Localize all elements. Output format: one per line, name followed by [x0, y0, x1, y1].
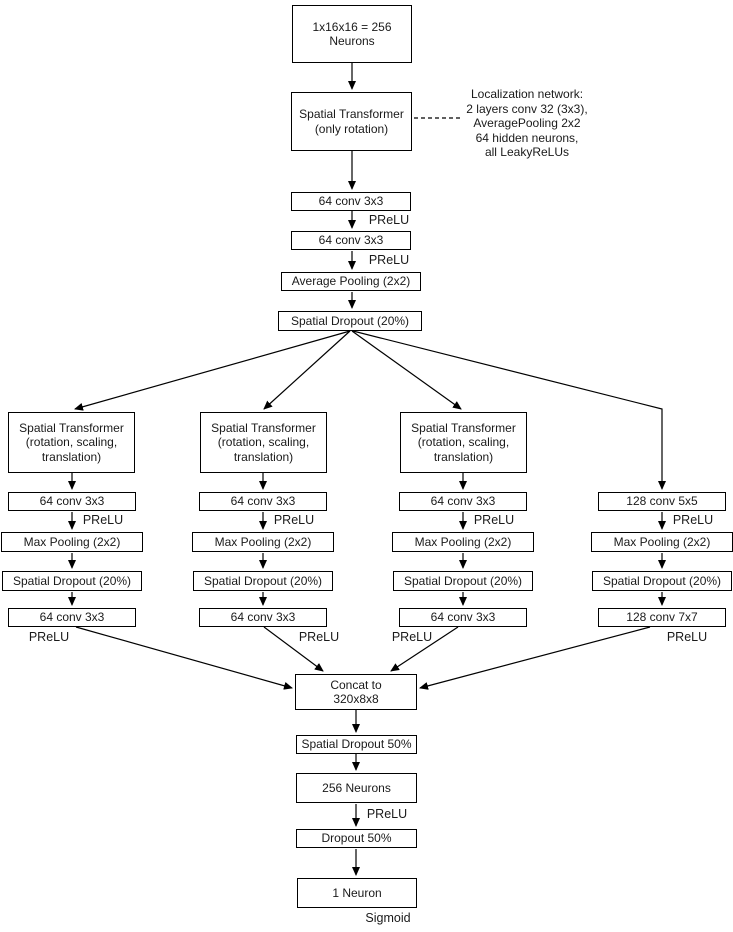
- activation-label-prelu: PReLU: [82, 513, 124, 527]
- node-spatial-dropout-50: Spatial Dropout 50%: [296, 735, 417, 754]
- activation-label-prelu: PReLU: [273, 513, 315, 527]
- node-branch1-conv-a: 64 conv 3x3: [8, 492, 136, 511]
- activation-label-prelu: PReLU: [672, 513, 714, 527]
- arrow: [352, 330, 666, 490]
- node-spatial-dropout: Spatial Dropout (20%): [278, 311, 422, 331]
- activation-label-prelu: PReLU: [368, 253, 410, 267]
- node-input: 1x16x16 = 256 Neurons: [292, 5, 412, 63]
- arrow: [351, 330, 462, 410]
- node-branch2-spatial-dropout: Spatial Dropout (20%): [193, 571, 333, 591]
- node-branch3-max-pooling: Max Pooling (2x2): [392, 532, 534, 552]
- node-branch2-max-pooling: Max Pooling (2x2): [192, 532, 334, 552]
- node-branch2-conv-b: 64 conv 3x3: [199, 608, 327, 627]
- node-branch4-max-pooling: Max Pooling (2x2): [591, 532, 733, 552]
- node-dense-256: 256 Neurons: [296, 773, 417, 803]
- activation-label-sigmoid: Sigmoid: [365, 911, 411, 925]
- note-line: all LeakyReLUs: [484, 145, 570, 159]
- arrow: [390, 626, 459, 672]
- node-dropout-50: Dropout 50%: [296, 829, 417, 848]
- node-branch1-spatial-dropout: Spatial Dropout (20%): [2, 571, 142, 591]
- node-branch1-conv-b: 64 conv 3x3: [8, 608, 136, 627]
- node-output-neuron: 1 Neuron: [297, 878, 417, 908]
- node-conv2: 64 conv 3x3: [291, 231, 411, 250]
- arrow: [263, 626, 324, 672]
- arrow: [75, 626, 293, 690]
- node-spatial-transformer-1: Spatial Transformer (rotation, scaling, …: [8, 412, 135, 473]
- node-spatial-transformer-rotation: Spatial Transformer (only rotation): [291, 92, 412, 151]
- node-average-pooling: Average Pooling (2x2): [281, 272, 421, 291]
- arrow: [263, 330, 351, 410]
- node-branch4-conv-a: 128 conv 5x5: [598, 492, 726, 511]
- activation-label-prelu: PReLU: [473, 513, 515, 527]
- activation-label-prelu: PReLU: [28, 630, 70, 644]
- node-branch1-max-pooling: Max Pooling (2x2): [1, 532, 143, 552]
- localization-network-note: Localization network: 2 layers conv 32 (…: [436, 87, 618, 160]
- node-spatial-transformer-2: Spatial Transformer (rotation, scaling, …: [200, 412, 327, 473]
- arrow: [419, 626, 651, 690]
- node-branch3-spatial-dropout: Spatial Dropout (20%): [393, 571, 533, 591]
- activation-label-prelu: PReLU: [366, 807, 408, 821]
- node-conv1: 64 conv 3x3: [291, 192, 411, 211]
- activation-label-prelu: PReLU: [298, 630, 340, 644]
- node-branch3-conv-a: 64 conv 3x3: [399, 492, 527, 511]
- node-branch4-conv-b: 128 conv 7x7: [598, 608, 726, 627]
- note-line: 64 hidden neurons,: [475, 130, 579, 145]
- node-branch3-conv-b: 64 conv 3x3: [399, 608, 527, 627]
- arrow: [74, 330, 351, 411]
- activation-label-prelu: PReLU: [368, 213, 410, 227]
- node-branch4-spatial-dropout: Spatial Dropout (20%): [592, 571, 732, 591]
- note-line: Localization network:: [470, 87, 584, 101]
- note-line: 2 layers conv 32 (3x3),: [466, 101, 588, 116]
- activation-label-prelu: PReLU: [391, 630, 433, 644]
- activation-label-prelu: PReLU: [666, 630, 708, 644]
- node-branch2-conv-a: 64 conv 3x3: [199, 492, 327, 511]
- note-line: AveragePooling 2x2: [473, 116, 581, 130]
- node-spatial-transformer-3: Spatial Transformer (rotation, scaling, …: [400, 412, 527, 473]
- node-concat: Concat to 320x8x8: [295, 674, 417, 710]
